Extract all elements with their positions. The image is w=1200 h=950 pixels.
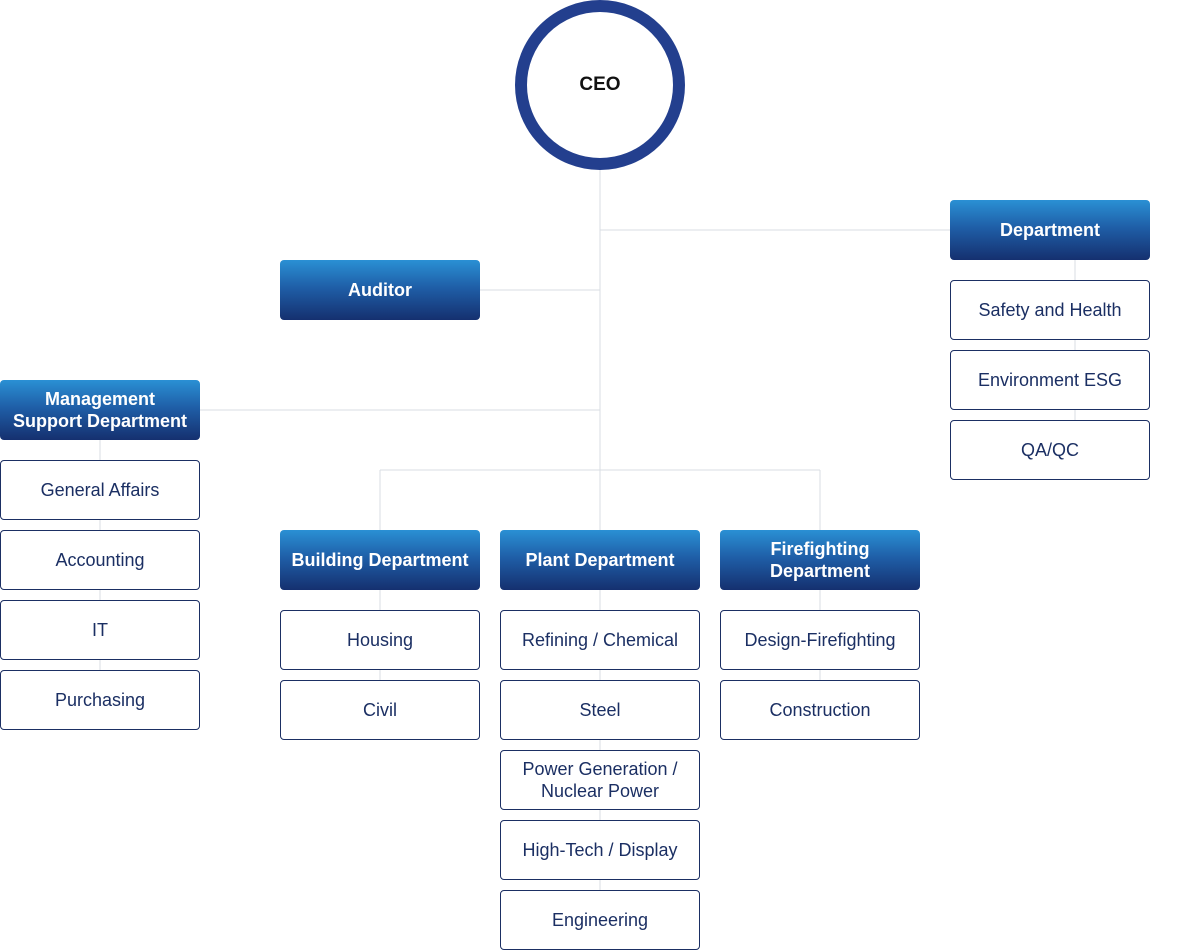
plant-item-label: Engineering [551, 910, 649, 930]
building-label: Building Department [291, 550, 469, 570]
management-node: Management Support Department [0, 380, 200, 440]
firefighting-item-label: Construction [769, 700, 871, 720]
building-item-civil: Civil [280, 680, 480, 740]
management-item-purchasing: Purchasing [0, 670, 200, 730]
plant-item-power-generation: Power Generation / Nuclear Power [500, 750, 700, 810]
plant-item-label: High-Tech / Display [522, 840, 678, 860]
plant-item-refining-chemical: Refining / Chemical [500, 610, 700, 670]
plant-node: Plant Department [500, 530, 700, 590]
department-item-label: Environment ESG [977, 370, 1123, 390]
management-item-label: IT [92, 620, 108, 640]
firefighting-label-line2: Department [769, 561, 871, 581]
plant-item-label: Steel [579, 700, 621, 720]
management-label-line1: Management [44, 389, 156, 409]
department-item-label: QA/QC [1020, 440, 1079, 460]
auditor-label: Auditor [348, 280, 412, 300]
department-label: Department [999, 220, 1101, 240]
plant-label: Plant Department [525, 550, 675, 570]
management-item-label: Accounting [55, 550, 145, 570]
firefighting-item-design: Design-Firefighting [720, 610, 920, 670]
plant-item-engineering: Engineering [500, 890, 700, 950]
firefighting-node: Firefighting Department [720, 530, 920, 590]
department-node: Department [950, 200, 1150, 260]
building-item-label: Civil [363, 700, 397, 720]
ceo-label: CEO [579, 74, 621, 95]
management-item-label: Purchasing [54, 690, 146, 710]
plant-item-steel: Steel [500, 680, 700, 740]
department-item-label: Safety and Health [978, 300, 1122, 320]
management-item-accounting: Accounting [0, 530, 200, 590]
building-node: Building Department [280, 530, 480, 590]
plant-item-label-line2: Nuclear Power [540, 781, 660, 801]
plant-item-high-tech-display: High-Tech / Display [500, 820, 700, 880]
building-item-housing: Housing [280, 610, 480, 670]
management-item-it: IT [0, 600, 200, 660]
ceo-node: CEO [515, 0, 685, 170]
firefighting-item-construction: Construction [720, 680, 920, 740]
department-item-environment-esg: Environment ESG [950, 350, 1150, 410]
firefighting-label-line1: Firefighting [770, 539, 870, 559]
firefighting-item-label: Design-Firefighting [744, 630, 896, 650]
building-item-label: Housing [346, 630, 414, 650]
auditor-node: Auditor [280, 260, 480, 320]
management-item-label: General Affairs [40, 480, 160, 500]
plant-item-label-line1: Power Generation / [522, 759, 678, 779]
management-item-general-affairs: General Affairs [0, 460, 200, 520]
plant-item-label: Refining / Chemical [521, 630, 679, 650]
department-item-qa-qc: QA/QC [950, 420, 1150, 480]
department-item-safety-health: Safety and Health [950, 280, 1150, 340]
management-label-line2: Support Department [12, 411, 187, 431]
